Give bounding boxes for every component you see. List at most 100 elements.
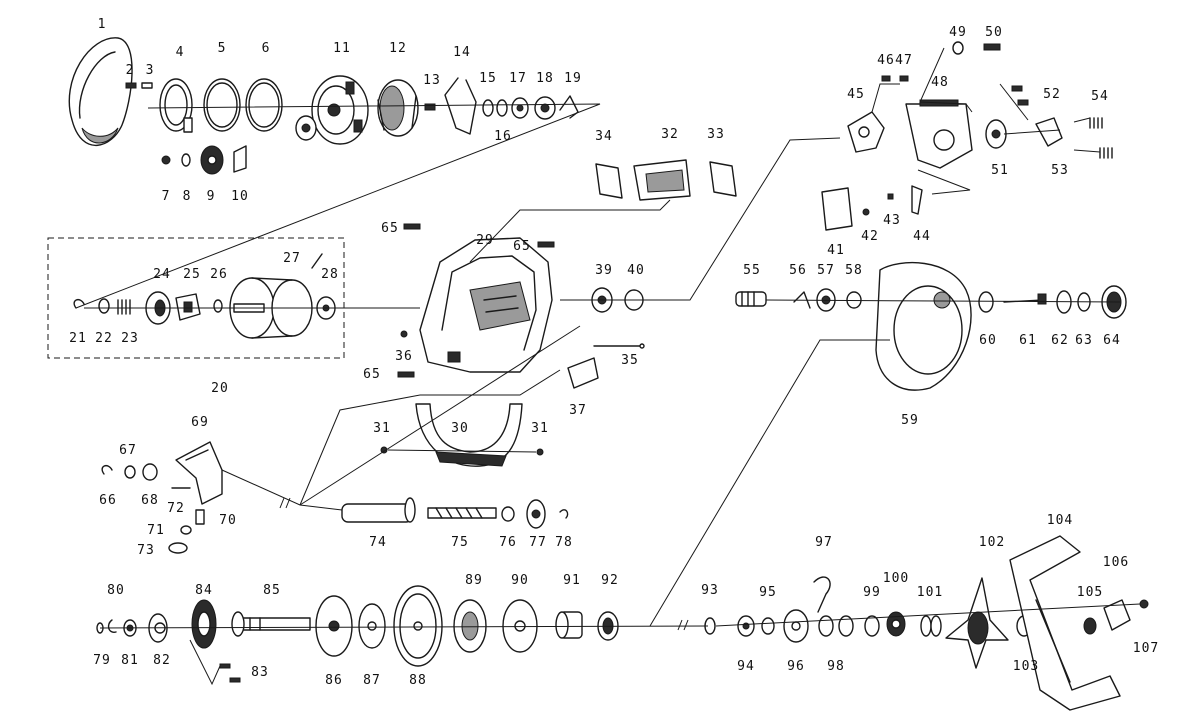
part-label-1: 1	[98, 17, 107, 32]
part-73-cap	[168, 542, 188, 554]
part-label-62: 62	[1051, 333, 1069, 348]
part-18-bearing	[534, 96, 556, 120]
part-label-29: 29	[476, 233, 494, 248]
part-13-screw	[424, 103, 436, 111]
part-27-pin	[311, 253, 323, 269]
part-10-spring	[233, 145, 247, 173]
part-label-87: 87	[363, 673, 381, 688]
part-label-16: 16	[494, 129, 512, 144]
part-99-washer	[864, 615, 880, 637]
part-label-55: 55	[743, 263, 761, 278]
part-94-bearing	[737, 615, 755, 637]
part-label-26: 26	[210, 267, 228, 282]
part-label-70: 70	[219, 513, 237, 528]
part-21-clip	[73, 298, 85, 309]
part-22-washer	[98, 298, 110, 314]
part-label-24: 24	[153, 267, 171, 282]
part-label-98: 98	[827, 659, 845, 674]
part-label-94: 94	[737, 659, 755, 674]
part-label-59: 59	[901, 413, 919, 428]
part-105-nut	[1083, 617, 1097, 635]
part-97-spring	[813, 576, 831, 613]
part-label-80: 80	[107, 583, 125, 598]
part-16-washer	[496, 99, 508, 117]
part-65-screws	[397, 223, 555, 378]
part-label-75: 75	[451, 535, 469, 550]
part-89-washer	[453, 599, 487, 653]
part-label-42: 42	[861, 229, 879, 244]
part-43-pin	[887, 193, 894, 200]
part-14-wire-spring	[444, 77, 477, 135]
part-17-bearing	[511, 97, 529, 119]
part-44-lever	[911, 185, 923, 215]
part-41-bracket	[821, 187, 853, 231]
part-label-54: 54	[1091, 89, 1109, 104]
part-label-60: 60	[979, 333, 997, 348]
part-48-plate	[905, 99, 973, 169]
part-label-65: 65	[513, 239, 531, 254]
part-label-20: 20	[211, 381, 229, 396]
part-68-bushing	[142, 463, 158, 481]
part-106-retainer	[1103, 599, 1131, 631]
part-34-side-plate	[595, 163, 623, 199]
part-label-96: 96	[787, 659, 805, 674]
part-51-ratchet	[985, 119, 1007, 149]
part-98-washers	[818, 615, 854, 637]
part-87-washer	[358, 603, 386, 649]
part-96-ratchet	[783, 609, 809, 643]
part-label-47: 47	[895, 53, 913, 68]
part-label-19: 19	[564, 71, 582, 86]
part-71-washer	[180, 525, 192, 535]
part-label-30: 30	[451, 421, 469, 436]
part-7-screw	[161, 155, 171, 165]
part-101-washers	[920, 615, 942, 637]
part-label-9: 9	[207, 189, 216, 204]
part-69-line-guide	[175, 441, 223, 505]
spool-assembly-box	[47, 237, 345, 359]
part-label-107: 107	[1133, 641, 1159, 656]
part-47-screw	[899, 75, 909, 82]
part-label-79: 79	[93, 653, 111, 668]
part-label-39: 39	[595, 263, 613, 278]
part-85-shaft	[231, 611, 311, 637]
part-label-64: 64	[1103, 333, 1121, 348]
part-label-92: 92	[601, 573, 619, 588]
part-label-23: 23	[121, 331, 139, 346]
part-55-pinion	[735, 291, 767, 307]
part-70-pawl	[195, 509, 205, 525]
part-label-105: 105	[1077, 585, 1103, 600]
part-15-washer	[482, 99, 494, 117]
part-label-93: 93	[701, 583, 719, 598]
part-label-95: 95	[759, 585, 777, 600]
part-2-screw	[125, 82, 137, 89]
part-25-brake-weight	[175, 293, 201, 321]
part-label-6: 6	[262, 41, 271, 56]
part-45-cover-plate	[847, 111, 885, 153]
part-label-11: 11	[333, 41, 351, 56]
part-label-66: 66	[99, 493, 117, 508]
part-label-84: 84	[195, 583, 213, 598]
part-102-star-drag	[945, 577, 1009, 669]
part-label-21: 21	[69, 331, 87, 346]
part-label-57: 57	[817, 263, 835, 278]
part-label-14: 14	[453, 45, 471, 60]
part-31-screws	[380, 446, 544, 456]
part-6-o-ring	[245, 78, 283, 132]
part-label-63: 63	[1075, 333, 1093, 348]
part-label-8: 8	[183, 189, 192, 204]
part-label-41: 41	[827, 243, 845, 258]
part-23-spring	[117, 299, 131, 315]
part-label-15: 15	[479, 71, 497, 86]
part-label-65: 65	[381, 221, 399, 236]
part-100-nut	[886, 611, 906, 637]
leader-lines	[75, 47, 1141, 686]
part-label-2: 2	[126, 63, 135, 78]
part-label-69: 69	[191, 415, 209, 430]
part-label-100: 100	[883, 571, 909, 586]
part-label-90: 90	[511, 573, 529, 588]
part-label-78: 78	[555, 535, 573, 550]
part-label-46: 46	[877, 53, 895, 68]
part-label-17: 17	[509, 71, 527, 86]
part-4-ring-clip	[159, 78, 193, 133]
